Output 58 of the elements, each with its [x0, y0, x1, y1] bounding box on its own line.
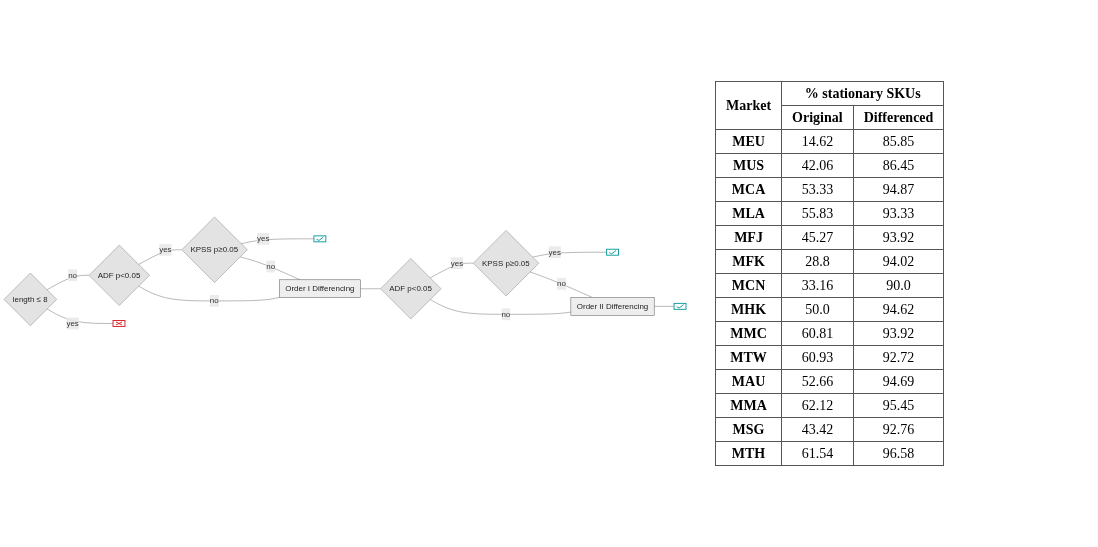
table-cell: 53.33 — [781, 177, 854, 202]
table-cell: 61.54 — [781, 441, 854, 466]
table-cell: 85.85 — [853, 129, 944, 154]
table-cell: Differenced — [853, 105, 944, 130]
table-cell: 42.06 — [781, 153, 854, 178]
table-cell: 90.0 — [853, 273, 944, 298]
table-cell: 94.62 — [853, 297, 944, 322]
check-mark-icon — [673, 303, 687, 311]
table-cell: MMC — [715, 321, 782, 346]
connector-line — [239, 256, 301, 281]
connector-line — [529, 271, 593, 299]
table-cell: 62.12 — [781, 393, 854, 418]
table-cell: 94.02 — [853, 249, 944, 274]
table-cell: MHK — [715, 297, 782, 322]
connector-line — [429, 299, 572, 315]
table-cell: 95.45 — [853, 393, 944, 418]
table-cell: 33.16 — [781, 273, 854, 298]
table-cell: MFJ — [715, 225, 782, 250]
table-cell: 52.66 — [781, 369, 854, 394]
table-cell: MAU — [715, 369, 782, 394]
table-cell: 92.72 — [853, 345, 944, 370]
table-cell: MFK — [715, 249, 782, 274]
table-cell: 60.81 — [781, 321, 854, 346]
table-cell: 43.42 — [781, 417, 854, 442]
table-cell: 50.0 — [781, 297, 854, 322]
connector-line — [653, 306, 675, 307]
table-cell: MTW — [715, 345, 782, 370]
table-cell: 92.76 — [853, 417, 944, 442]
check-mark-icon — [313, 235, 327, 243]
connector-line — [138, 286, 280, 302]
table-cell: 86.45 — [853, 153, 944, 178]
table-cell: % stationary SKUs — [781, 81, 944, 106]
table-cell: Market — [715, 81, 782, 130]
table-cell: 93.92 — [853, 321, 944, 346]
connector-line — [46, 275, 90, 291]
table-cell: 94.69 — [853, 369, 944, 394]
table-cell: 93.33 — [853, 201, 944, 226]
connector-line — [360, 288, 381, 290]
table-cell: 96.58 — [853, 441, 944, 466]
table-cell: 55.83 — [781, 201, 854, 226]
table-cell: 93.92 — [853, 225, 944, 250]
table-cell: 45.27 — [781, 225, 854, 250]
table-cell: 28.8 — [781, 249, 854, 274]
table-cell: MTH — [715, 441, 782, 466]
check-mark-icon — [606, 249, 619, 256]
table-cell: MSG — [715, 417, 782, 442]
table-cell: 14.62 — [781, 129, 854, 154]
table-cell: MCN — [715, 273, 782, 298]
table-cell: MUS — [715, 153, 782, 178]
table-cell: MEU — [715, 129, 782, 154]
table-cell: 60.93 — [781, 345, 854, 370]
table-cell: MLA — [715, 201, 782, 226]
table-cell: 94.87 — [853, 177, 944, 202]
table-cell: MCA — [715, 177, 782, 202]
table-cell: MMA — [715, 393, 782, 418]
table-cell: Original — [781, 105, 854, 130]
connector-line — [46, 308, 114, 325]
cross-mark-icon — [112, 320, 126, 328]
